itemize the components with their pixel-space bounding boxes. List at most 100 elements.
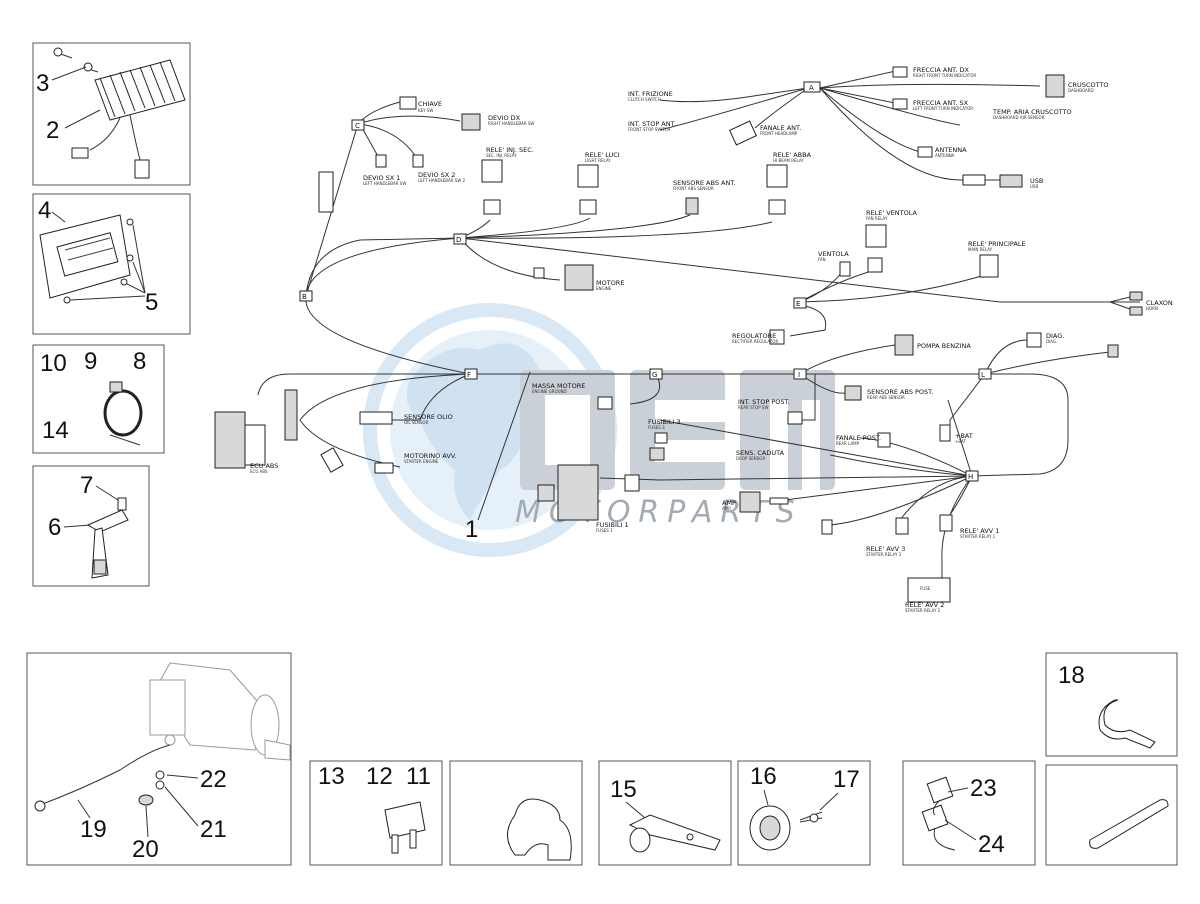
callout-2: 2 (46, 117, 59, 144)
box-ecu (32, 193, 191, 335)
box-sensor-15 (598, 760, 732, 866)
label-sensore-abs-ant: SENSORE ABS ANT. (673, 179, 736, 187)
label-rele-avv2-sub: STARTER RELAY 2 (905, 608, 941, 613)
label-ecu-abs: ECU ABS (250, 462, 278, 470)
label-devio-dx: DEVIO DX (488, 114, 521, 122)
box-connector (902, 760, 1036, 866)
label-fuse-box: FUSE (920, 586, 931, 591)
callout-7: 7 (80, 472, 93, 499)
callout-13: 13 (318, 763, 345, 790)
label-fusibili-3: FUSIBILI 3 (648, 418, 681, 426)
node-a: A (809, 84, 814, 92)
box-clip (32, 344, 165, 454)
label-freccia-ant-dx: FRECCIA ANT. DX (913, 66, 970, 74)
label-cruscotto: CRUSCOTTO (1068, 81, 1109, 89)
callout-16: 16 (750, 763, 777, 790)
fuse-part (384, 801, 426, 854)
callout-5: 5 (145, 289, 158, 316)
harness-nodes: C A D B E F G I L H (299, 81, 992, 482)
label-bat: +BAT (955, 432, 973, 440)
label-rele-principale: RELE' PRINCIPALE (968, 240, 1026, 248)
box-sensor (32, 465, 150, 587)
speed-sensor-part (86, 497, 129, 579)
component-labels: CHIAVE KEY SW DEVIO DX RIGHT HANDLEBAR S… (250, 66, 1173, 613)
label-fanale-post-sub: REAR LAMP (836, 441, 860, 446)
label-fusibili-1-sub: FUSES 1 (596, 528, 613, 533)
label-rele-inj-sub: SEC. INJ. RELAY (486, 153, 517, 158)
label-int-stop-post-sub: REAR STOP SW (738, 405, 768, 410)
label-freccia-ant-dx-sub: RIGHT FRONT TURN INDICATOR (913, 73, 976, 78)
callout-10: 10 (40, 350, 67, 377)
callout-21: 21 (200, 816, 227, 843)
node-g: G (652, 371, 657, 379)
label-int-stop-ant-sub: FRONT STOP SWITCH (628, 127, 670, 132)
label-fanale-ant-sub: FRONT HEADLAMP (760, 131, 798, 136)
label-devio-sx2-sub: LEFT HANDLEBAR SW 2 (418, 178, 466, 183)
label-fanale-post: FANALE POST. (836, 434, 881, 442)
box-clamp (449, 760, 583, 866)
node-h: H (968, 473, 973, 481)
label-int-frizione: INT. FRIZIONE (628, 90, 673, 98)
label-regolatore: REGOLATORE (732, 332, 776, 340)
regulator-part (53, 47, 186, 179)
label-freccia-ant-sx: FRECCIA ANT. SX (913, 99, 969, 107)
node-i: I (798, 371, 800, 379)
label-fanale-ant: FANALE ANT. (760, 124, 801, 132)
node-f: F (467, 371, 471, 379)
callout-9: 9 (84, 348, 97, 375)
label-claxon-sub: HORN (1146, 306, 1158, 311)
label-temp-aria: TEMP. ARIA CRUSCOTTO (992, 108, 1072, 116)
label-claxon: CLAXON (1146, 299, 1173, 307)
label-sensore-olio: SENSORE OLIO (404, 413, 453, 421)
label-sensore-olio-sub: OIL SENSOR (404, 420, 429, 425)
callout-17: 17 (833, 766, 860, 793)
box-starter (26, 652, 292, 866)
label-amp: AMP (722, 499, 736, 507)
label-usb: USB (1030, 177, 1043, 185)
label-int-stop-post: INT. STOP POST. (738, 398, 790, 406)
label-massa-motore: MASSA MOTORE (532, 382, 585, 390)
harness-wires (257, 69, 1140, 580)
bracket-part (1098, 699, 1156, 749)
callout-4: 4 (38, 197, 51, 224)
label-sensore-abs-ant-sub: FRONT ABS SENSOR (673, 186, 714, 191)
label-regolatore-sub: RECTIFIER REGULATOR (732, 339, 778, 344)
callout-18: 18 (1058, 662, 1085, 689)
callout-24: 24 (978, 831, 1005, 858)
label-chiave: CHIAVE (418, 100, 442, 108)
label-bat-sub: +BAT (955, 439, 967, 444)
callout-15: 15 (610, 776, 637, 803)
label-antenna-sub: ANTENNA (935, 153, 955, 158)
hose-clamp-part (507, 798, 572, 861)
label-rele-ventola-sub: FAN RELAY (866, 216, 888, 221)
label-fusibili-3-sub: FUSES 3 (648, 425, 665, 430)
label-int-frizione-sub: CLUTCH SWITCH (628, 97, 661, 102)
label-amp-sub: AMP (722, 506, 731, 511)
label-massa-motore-sub: ENGINE GROUND (532, 389, 567, 394)
label-temp-aria-sub: DASHBOARD AIR SENSOR (993, 115, 1045, 120)
label-ventola-sub: FAN (818, 257, 826, 262)
ecu-part (39, 214, 134, 304)
label-devio-sx1-sub: LEFT HANDLEBAR SW (363, 181, 406, 186)
callout-6: 6 (48, 514, 61, 541)
label-motorino-avv: MOTORINO AVV. (404, 452, 456, 460)
battery-cable-part (39, 744, 171, 806)
sensor-15-part (628, 814, 721, 853)
label-antenna: ANTENNA (935, 146, 967, 154)
label-motore: MOTORE (596, 279, 624, 287)
box-strap (1045, 764, 1178, 866)
label-diag: DIAG. (1046, 332, 1064, 340)
callout-14: 14 (42, 417, 69, 444)
label-devio-sx2: DEVIO SX 2 (418, 171, 455, 179)
node-l: L (981, 371, 985, 379)
starter-motor-part (149, 662, 291, 761)
label-ventola: VENTOLA (818, 250, 849, 258)
label-freccia-ant-sx-sub: LEFT FRONT TURN INDICATOR (913, 106, 973, 111)
connector-glyphs (214, 66, 1143, 603)
label-ecu-abs-sub: ECU ABS (250, 469, 268, 474)
node-c: C (355, 122, 360, 130)
node-d: D (456, 236, 461, 244)
label-sens-caduta-sub: DROP SENSOR (736, 456, 765, 461)
oem-watermark: MOTORPARTS (363, 303, 835, 557)
label-sensore-abs-post-sub: REAR ABS SENSOR (867, 395, 905, 400)
